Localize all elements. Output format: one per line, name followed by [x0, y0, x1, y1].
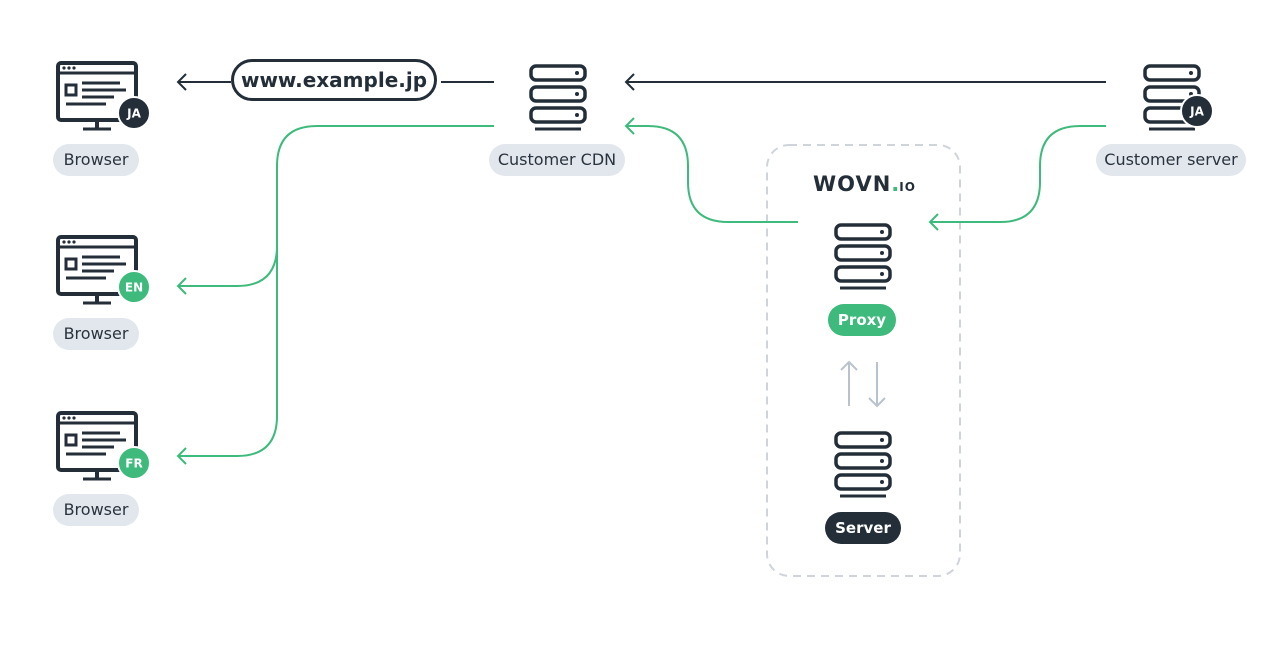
proxy-badge: Proxy [828, 304, 896, 336]
wovn-logo-main: WOVN [813, 172, 892, 196]
lang-badge-fr: FR [125, 457, 142, 471]
browser-ja: JA [56, 61, 151, 131]
browser-label-fr: Browser [53, 494, 139, 526]
customer-cdn-label: Customer CDN [489, 144, 625, 176]
wovn-logo: WOVN.IO [813, 172, 923, 196]
wovn-logo-io: IO [899, 180, 916, 194]
browser-en: EN [56, 235, 151, 305]
green-flow-lines [176, 117, 1106, 465]
browser-label-ja: Browser [53, 144, 139, 176]
lang-badge-ja-server: JA [1189, 105, 1204, 119]
backend-server-stack-icon [834, 431, 892, 498]
server-badge: Server [825, 512, 901, 544]
dark-flow-lines [176, 73, 1106, 91]
lang-badge-en: EN [125, 281, 143, 295]
browser-label-en: Browser [53, 318, 139, 350]
customer-server-label: Customer server [1096, 144, 1246, 176]
lang-badge-ja: JA [126, 107, 141, 121]
customer-server-node: JA [1143, 64, 1214, 131]
url-pill: www.example.jp [231, 59, 437, 101]
wovn-logo-dot: . [891, 172, 900, 196]
proxy-server-stack-icon [834, 223, 892, 290]
cdn-server-stack-icon [529, 64, 587, 131]
up-down-arrows-icon [840, 360, 886, 408]
wovn-dashed-box [766, 144, 961, 577]
browser-fr: FR [56, 411, 151, 481]
